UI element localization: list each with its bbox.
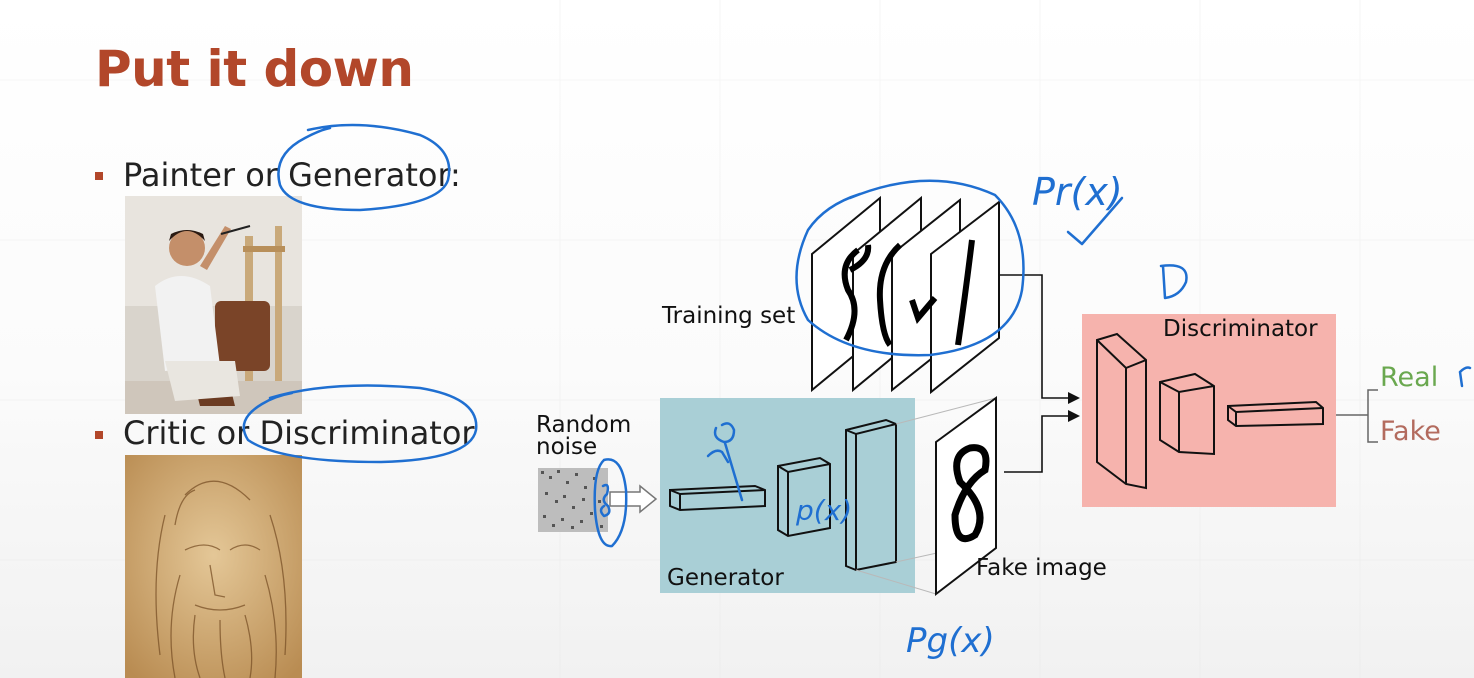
noise-to-generator-arrow <box>609 484 658 514</box>
output-bracket <box>1336 389 1378 443</box>
generator-label: Generator <box>667 565 784 591</box>
discriminator-box <box>1082 314 1336 507</box>
training-set-label: Training set <box>662 303 796 329</box>
pr-annotation: Pr(x) <box>1032 170 1123 214</box>
fake-image <box>935 396 997 597</box>
output-real-label: Real <box>1380 362 1439 393</box>
bullet-painter-generator: Painter or Generator: <box>123 156 461 194</box>
critic-portrait <box>125 455 302 678</box>
slide-title: Put it down <box>95 40 414 98</box>
training-digits <box>841 239 975 347</box>
generator-layers <box>669 418 897 572</box>
pg-generator-annotation: p(x) <box>795 494 852 527</box>
bullet-critic-discriminator: Critic or Discriminator <box>123 414 475 452</box>
fake-path-arrow <box>1004 415 1068 473</box>
random-noise-label: Random noise <box>536 412 632 460</box>
painter-photo <box>125 196 302 414</box>
fake-arrowhead <box>1068 410 1080 422</box>
real-path-arrow <box>999 274 1068 399</box>
bullet-marker <box>95 431 103 439</box>
bullet-marker <box>95 172 103 180</box>
fake-image-label: Fake image <box>976 555 1107 581</box>
output-fake-label: Fake <box>1380 416 1441 447</box>
pg-annotation: Pg(x) <box>906 621 995 661</box>
training-set-cards <box>811 195 1000 395</box>
discriminator-layers <box>1096 332 1324 490</box>
discriminator-label: Discriminator <box>1163 316 1318 342</box>
real-arrowhead <box>1068 392 1080 404</box>
